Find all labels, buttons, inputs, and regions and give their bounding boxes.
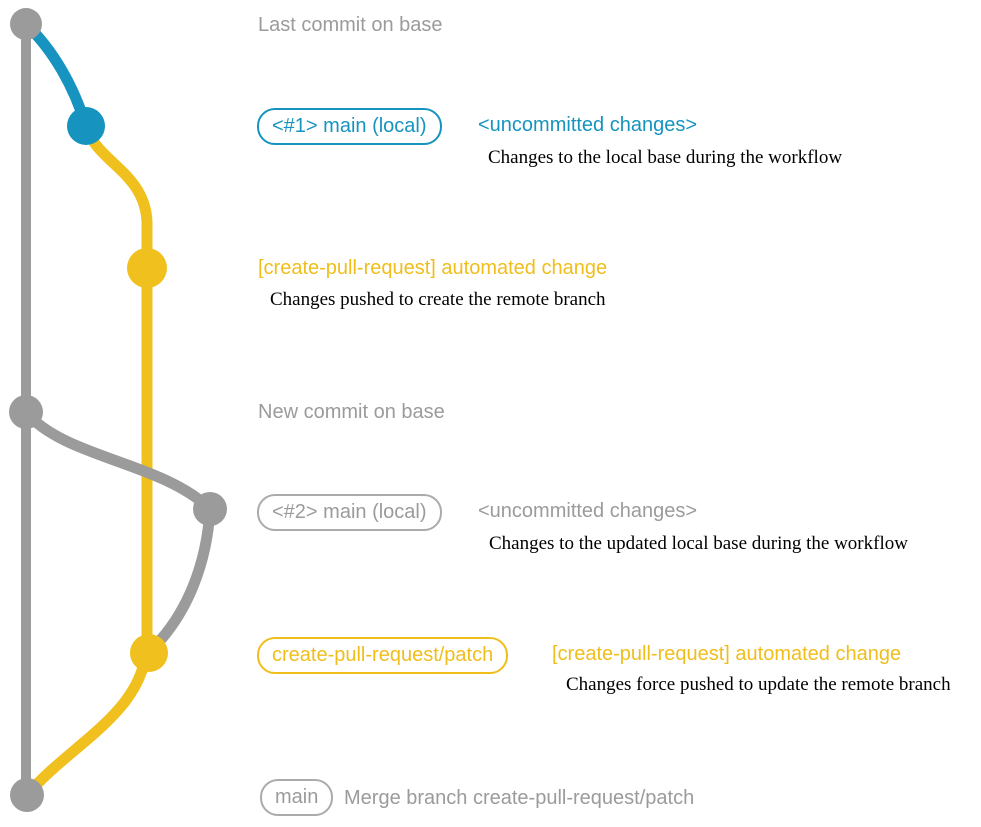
local2-to-patch-path <box>145 503 216 656</box>
commit-dot-patch-1 <box>127 248 167 288</box>
badge-main-local-2-wrap: <#2> main (local) <box>257 494 442 531</box>
commit-title-merge: Merge branch create-pull-request/patch <box>344 787 695 809</box>
badge-main-wrap: main <box>260 779 334 816</box>
commit-desc-uncommitted-2: Changes to the updated local base during… <box>489 533 908 554</box>
branch-badge-main-local-2: <#2> main (local) <box>257 494 442 531</box>
commit-graph <box>9 8 227 812</box>
badge-patch-branch-wrap: create-pull-request/patch <box>257 637 509 674</box>
branch-badge-patch: create-pull-request/patch <box>257 637 509 674</box>
label-last-commit-on-base: Last commit on base <box>258 14 443 36</box>
commit-desc-automated-2: Changes force pushed to update the remot… <box>566 674 951 695</box>
commit-title-uncommitted-2: <uncommitted changes> <box>478 500 698 522</box>
commit-dot-base-new <box>9 395 43 429</box>
label-new-commit-on-base: New commit on base <box>258 401 445 423</box>
commit-dot-merge <box>10 778 44 812</box>
commit-title-automated-1: [create-pull-request] automated change <box>258 257 608 279</box>
base-to-local2-path <box>20 406 216 515</box>
branch-badge-main-local-1: <#1> main (local) <box>257 108 442 145</box>
commit-dot-patch-2 <box>130 634 168 672</box>
commit-dot-local-2 <box>193 492 227 526</box>
commit-dot-local-1 <box>67 107 105 145</box>
commit-desc-uncommitted-1: Changes to the local base during the wor… <box>488 147 843 168</box>
commit-title-uncommitted-1: <uncommitted changes> <box>478 114 698 136</box>
badge-main-local-1-wrap: <#1> main (local) <box>257 108 442 145</box>
branch-badge-main: main <box>260 779 334 816</box>
commit-title-automated-2: [create-pull-request] automated change <box>552 643 902 665</box>
commit-dot-base-tip <box>10 8 42 40</box>
commit-desc-automated-1: Changes pushed to create the remote bran… <box>270 289 606 310</box>
